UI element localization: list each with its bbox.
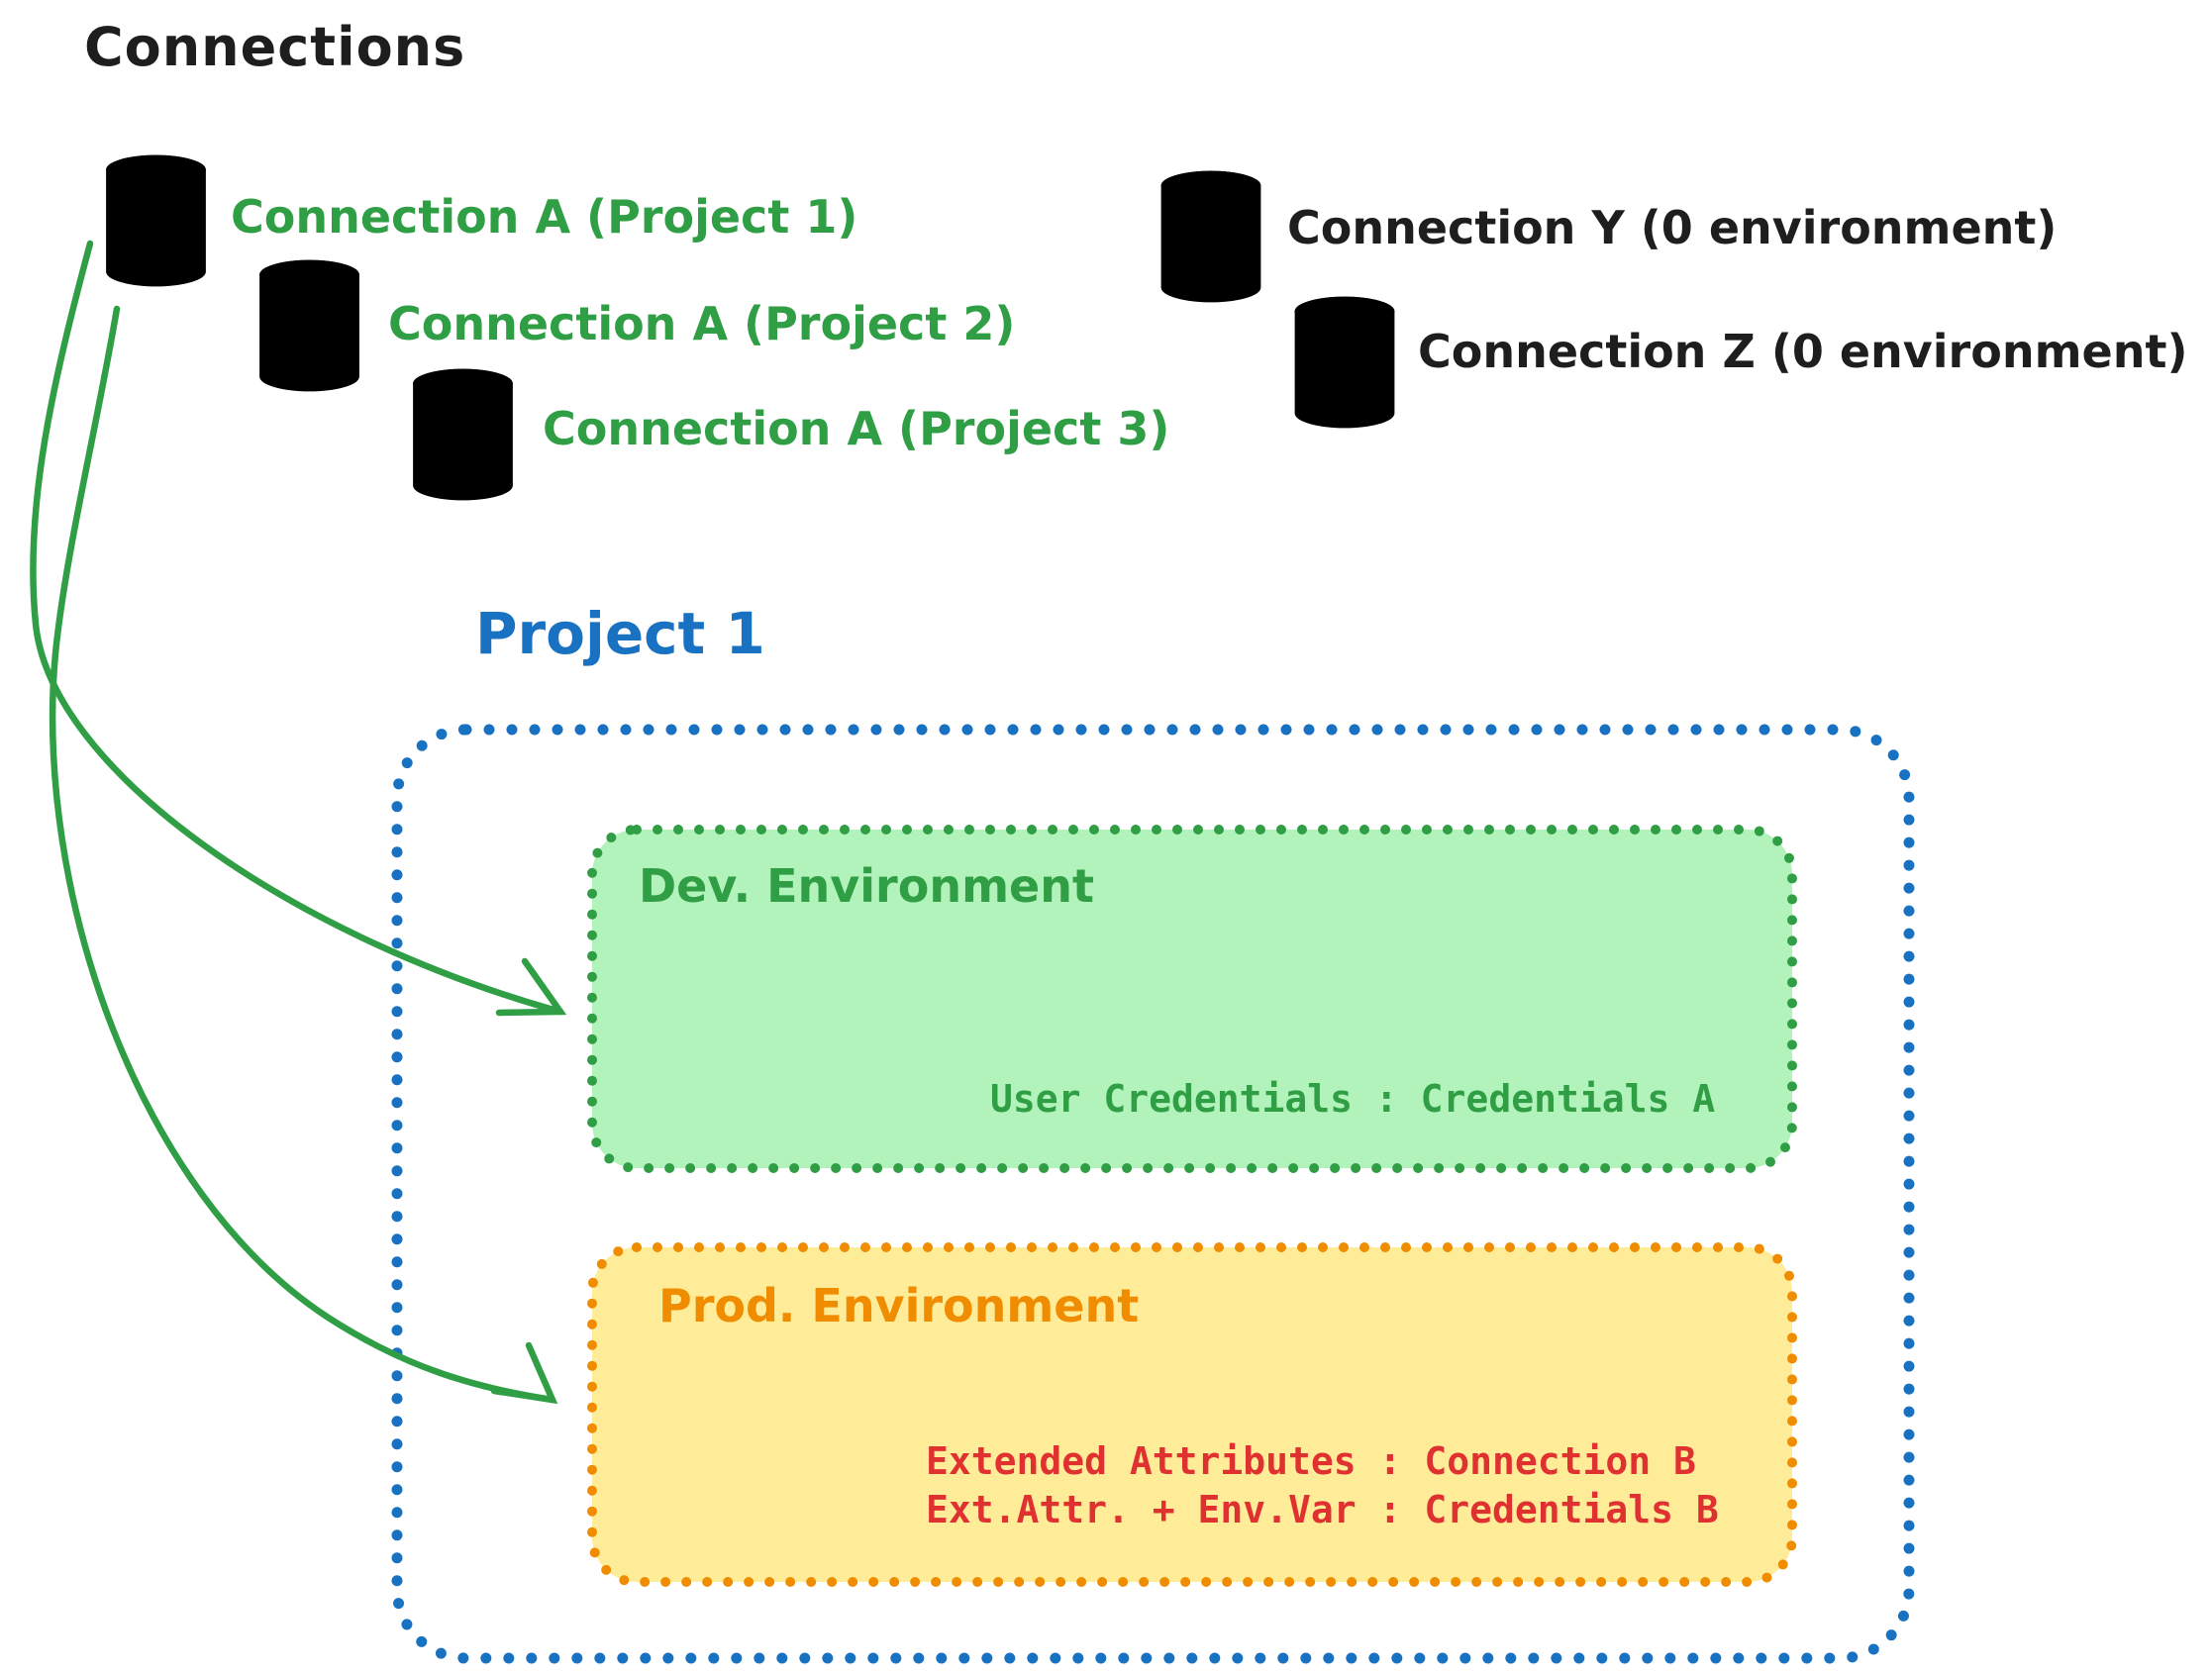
arrow-connection-a-to-prod <box>49 305 558 1405</box>
arrowhead-dev <box>495 957 567 1017</box>
arrow-connection-a-to-dev <box>30 240 567 1017</box>
prod-environment-title: Prod. Environment <box>658 1279 1140 1332</box>
label-connection-a-project-3: Connection A (Project 3) <box>543 402 1170 455</box>
arrowhead-prod <box>490 1341 558 1405</box>
database-icon-connection-a-project-2 <box>252 255 366 396</box>
database-icon-connection-a-project-1 <box>99 150 213 291</box>
database-icon-connection-y <box>1151 166 1271 307</box>
project-1-title: Project 1 <box>475 600 765 667</box>
project-1-container-box <box>391 724 1915 1664</box>
label-connection-y: Connection Y (0 environment) <box>1287 201 2058 254</box>
label-connection-z: Connection Z (0 environment) <box>1418 325 2188 378</box>
page-title: Connections <box>84 16 466 78</box>
database-icon-connection-z <box>1284 292 1405 433</box>
prod-credentials-text: Extended Attributes : Connection B Ext.A… <box>926 1437 1719 1534</box>
dev-credentials-text: User Credentials : Credentials A <box>990 1077 1716 1121</box>
database-icon-connection-a-project-3 <box>406 364 520 505</box>
dev-environment-box <box>587 825 1797 1173</box>
label-connection-a-project-2: Connection A (Project 2) <box>388 297 1016 350</box>
prod-credentials-line-1: Extended Attributes : Connection B <box>926 1439 1696 1483</box>
prod-environment-box <box>587 1242 1797 1587</box>
label-connection-a-project-1: Connection A (Project 1) <box>231 190 858 244</box>
dev-environment-title: Dev. Environment <box>639 859 1094 913</box>
prod-credentials-line-2: Ext.Attr. + Env.Var : Credentials B <box>926 1488 1719 1531</box>
